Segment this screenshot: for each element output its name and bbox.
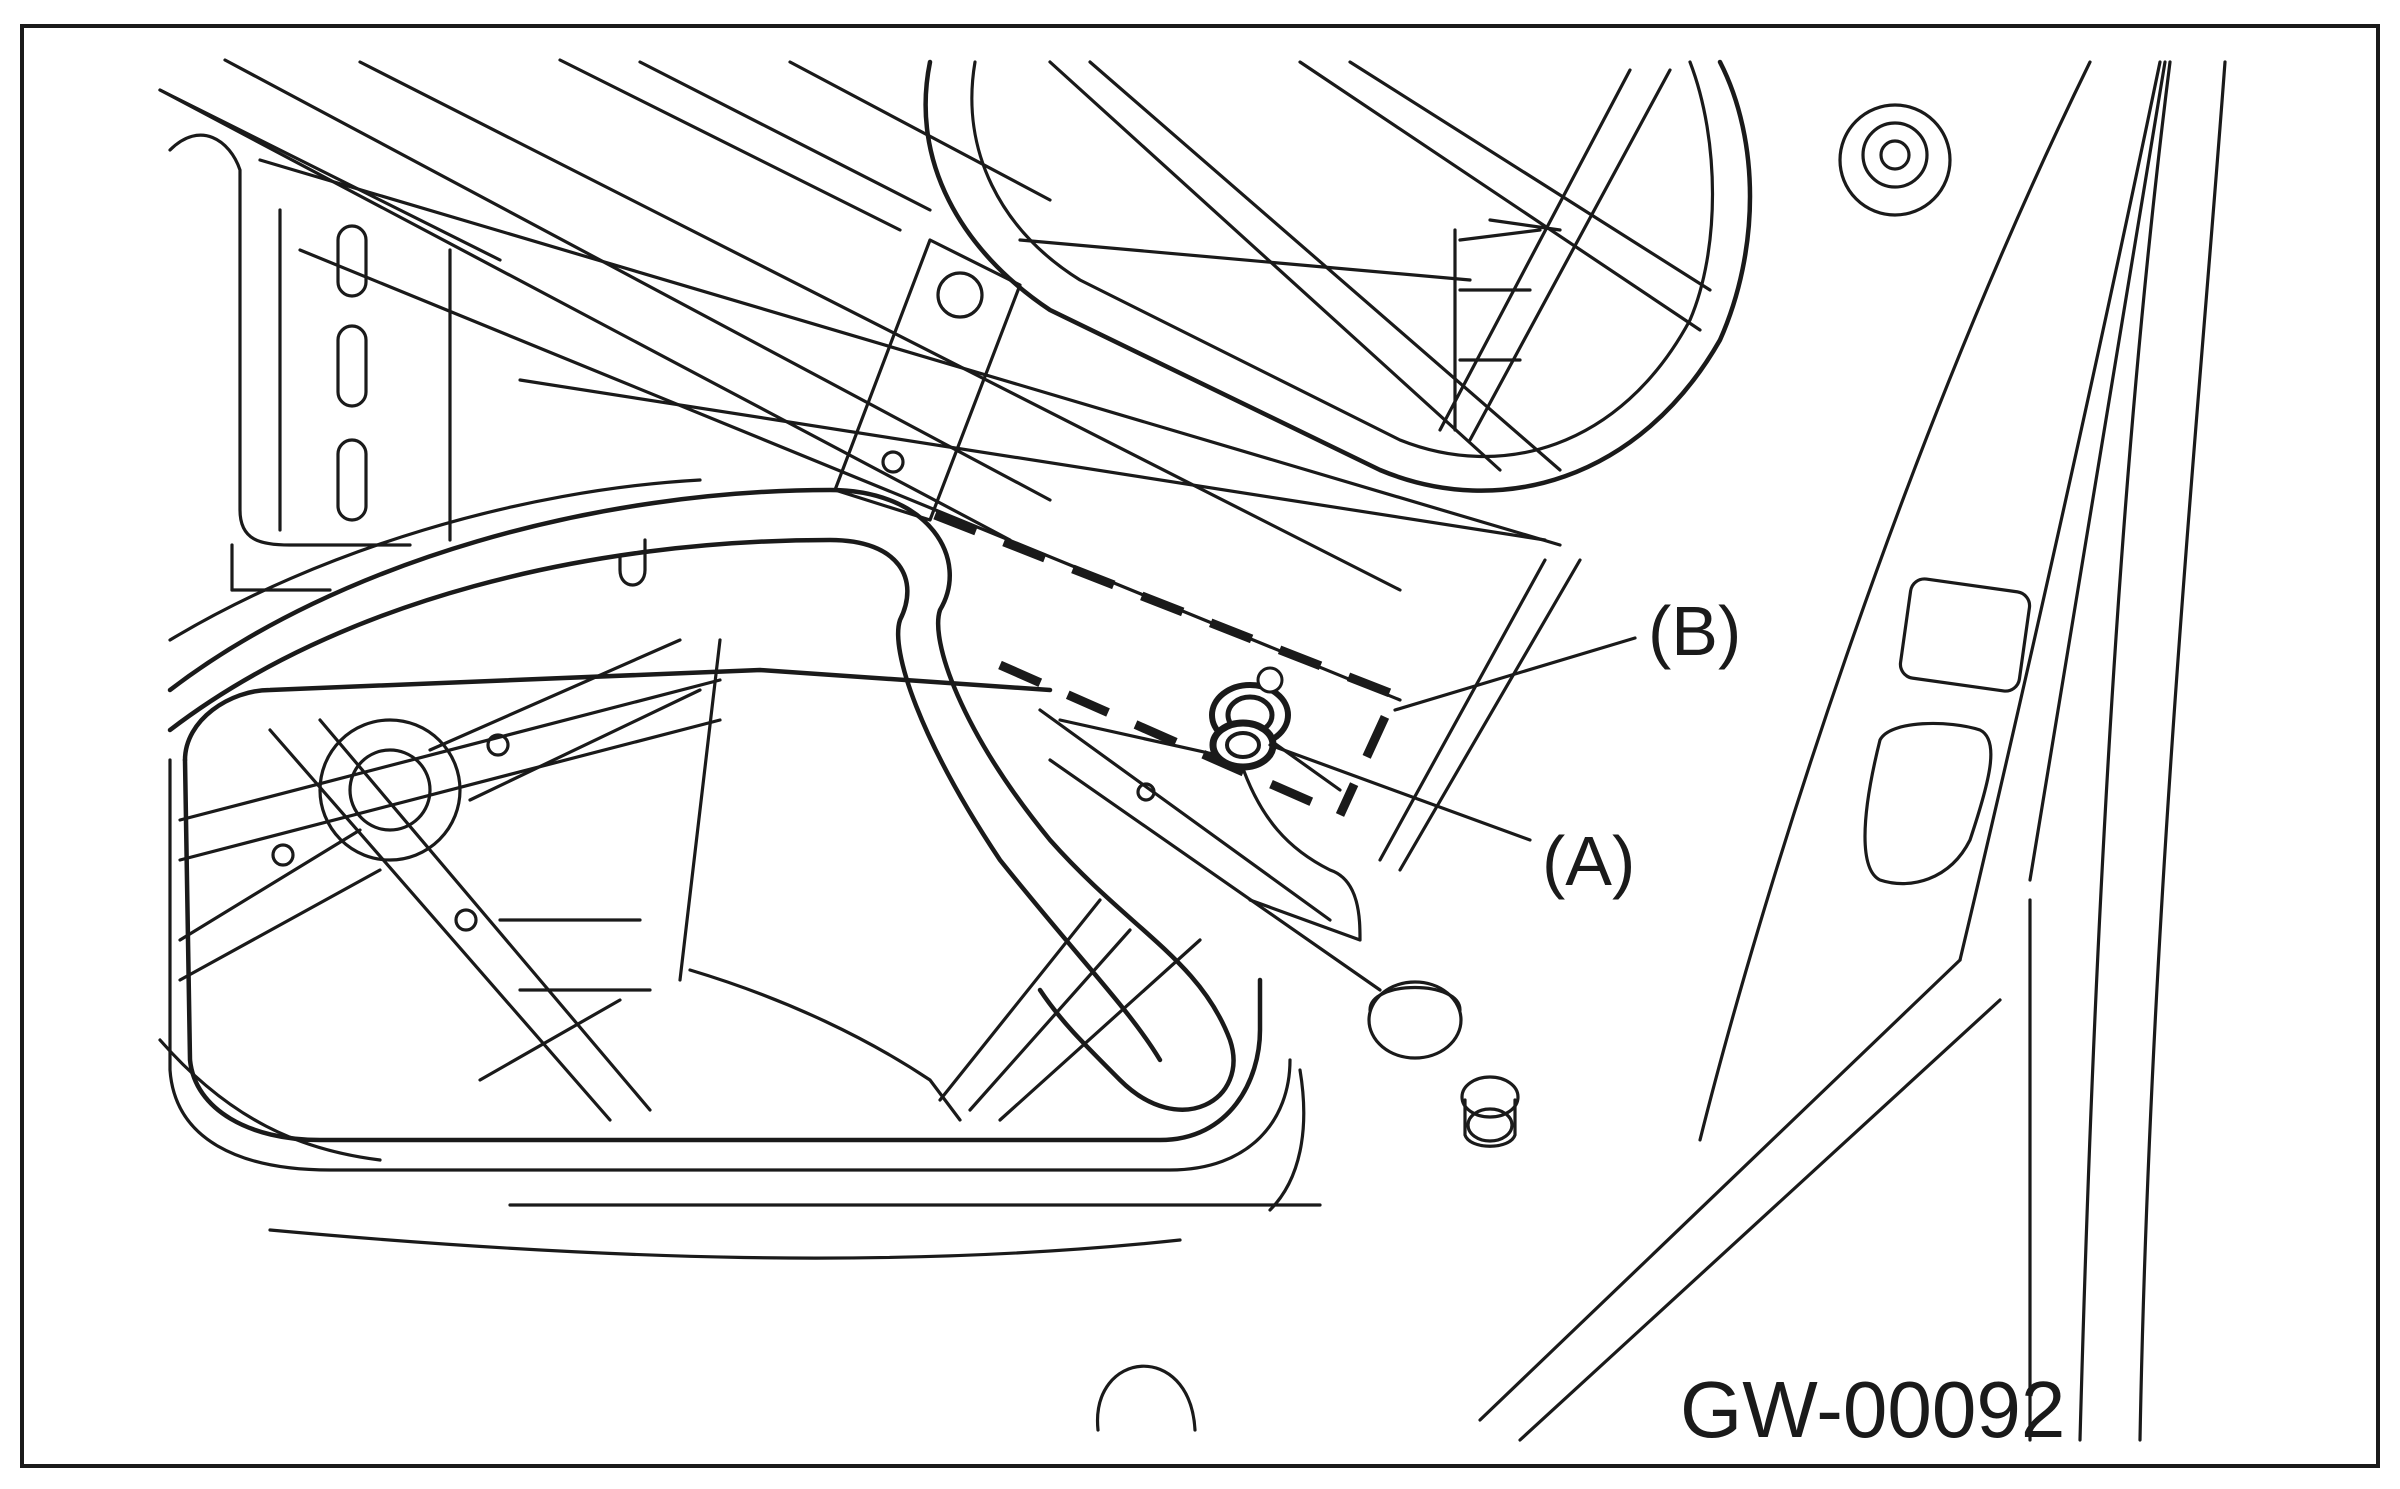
regulator-arms <box>178 638 1156 1122</box>
figure-frame <box>20 24 2380 1468</box>
callout-b-label: (B) <box>1648 592 1741 670</box>
callout-a-label: (A) <box>1542 822 1635 900</box>
figure-code: GW-00092 <box>1680 1365 2065 1454</box>
leader-line-a <box>1268 743 1532 842</box>
upper-door-frame-lines <box>158 58 1562 702</box>
dashed-outline-b <box>933 510 1402 817</box>
glass-run-channel <box>678 638 1382 1122</box>
right-pillar <box>1378 60 2227 1442</box>
left-bracket <box>168 133 452 592</box>
window-opening <box>923 59 1753 493</box>
door-beam <box>167 478 1236 1112</box>
regulator-strap <box>833 238 1022 522</box>
drain-hole <box>1096 1364 1197 1432</box>
loose-clips <box>1367 980 1520 1148</box>
clip-a <box>1209 666 1291 771</box>
leader-line-b <box>1393 636 1637 712</box>
lower-panel-opening <box>158 667 1322 1260</box>
